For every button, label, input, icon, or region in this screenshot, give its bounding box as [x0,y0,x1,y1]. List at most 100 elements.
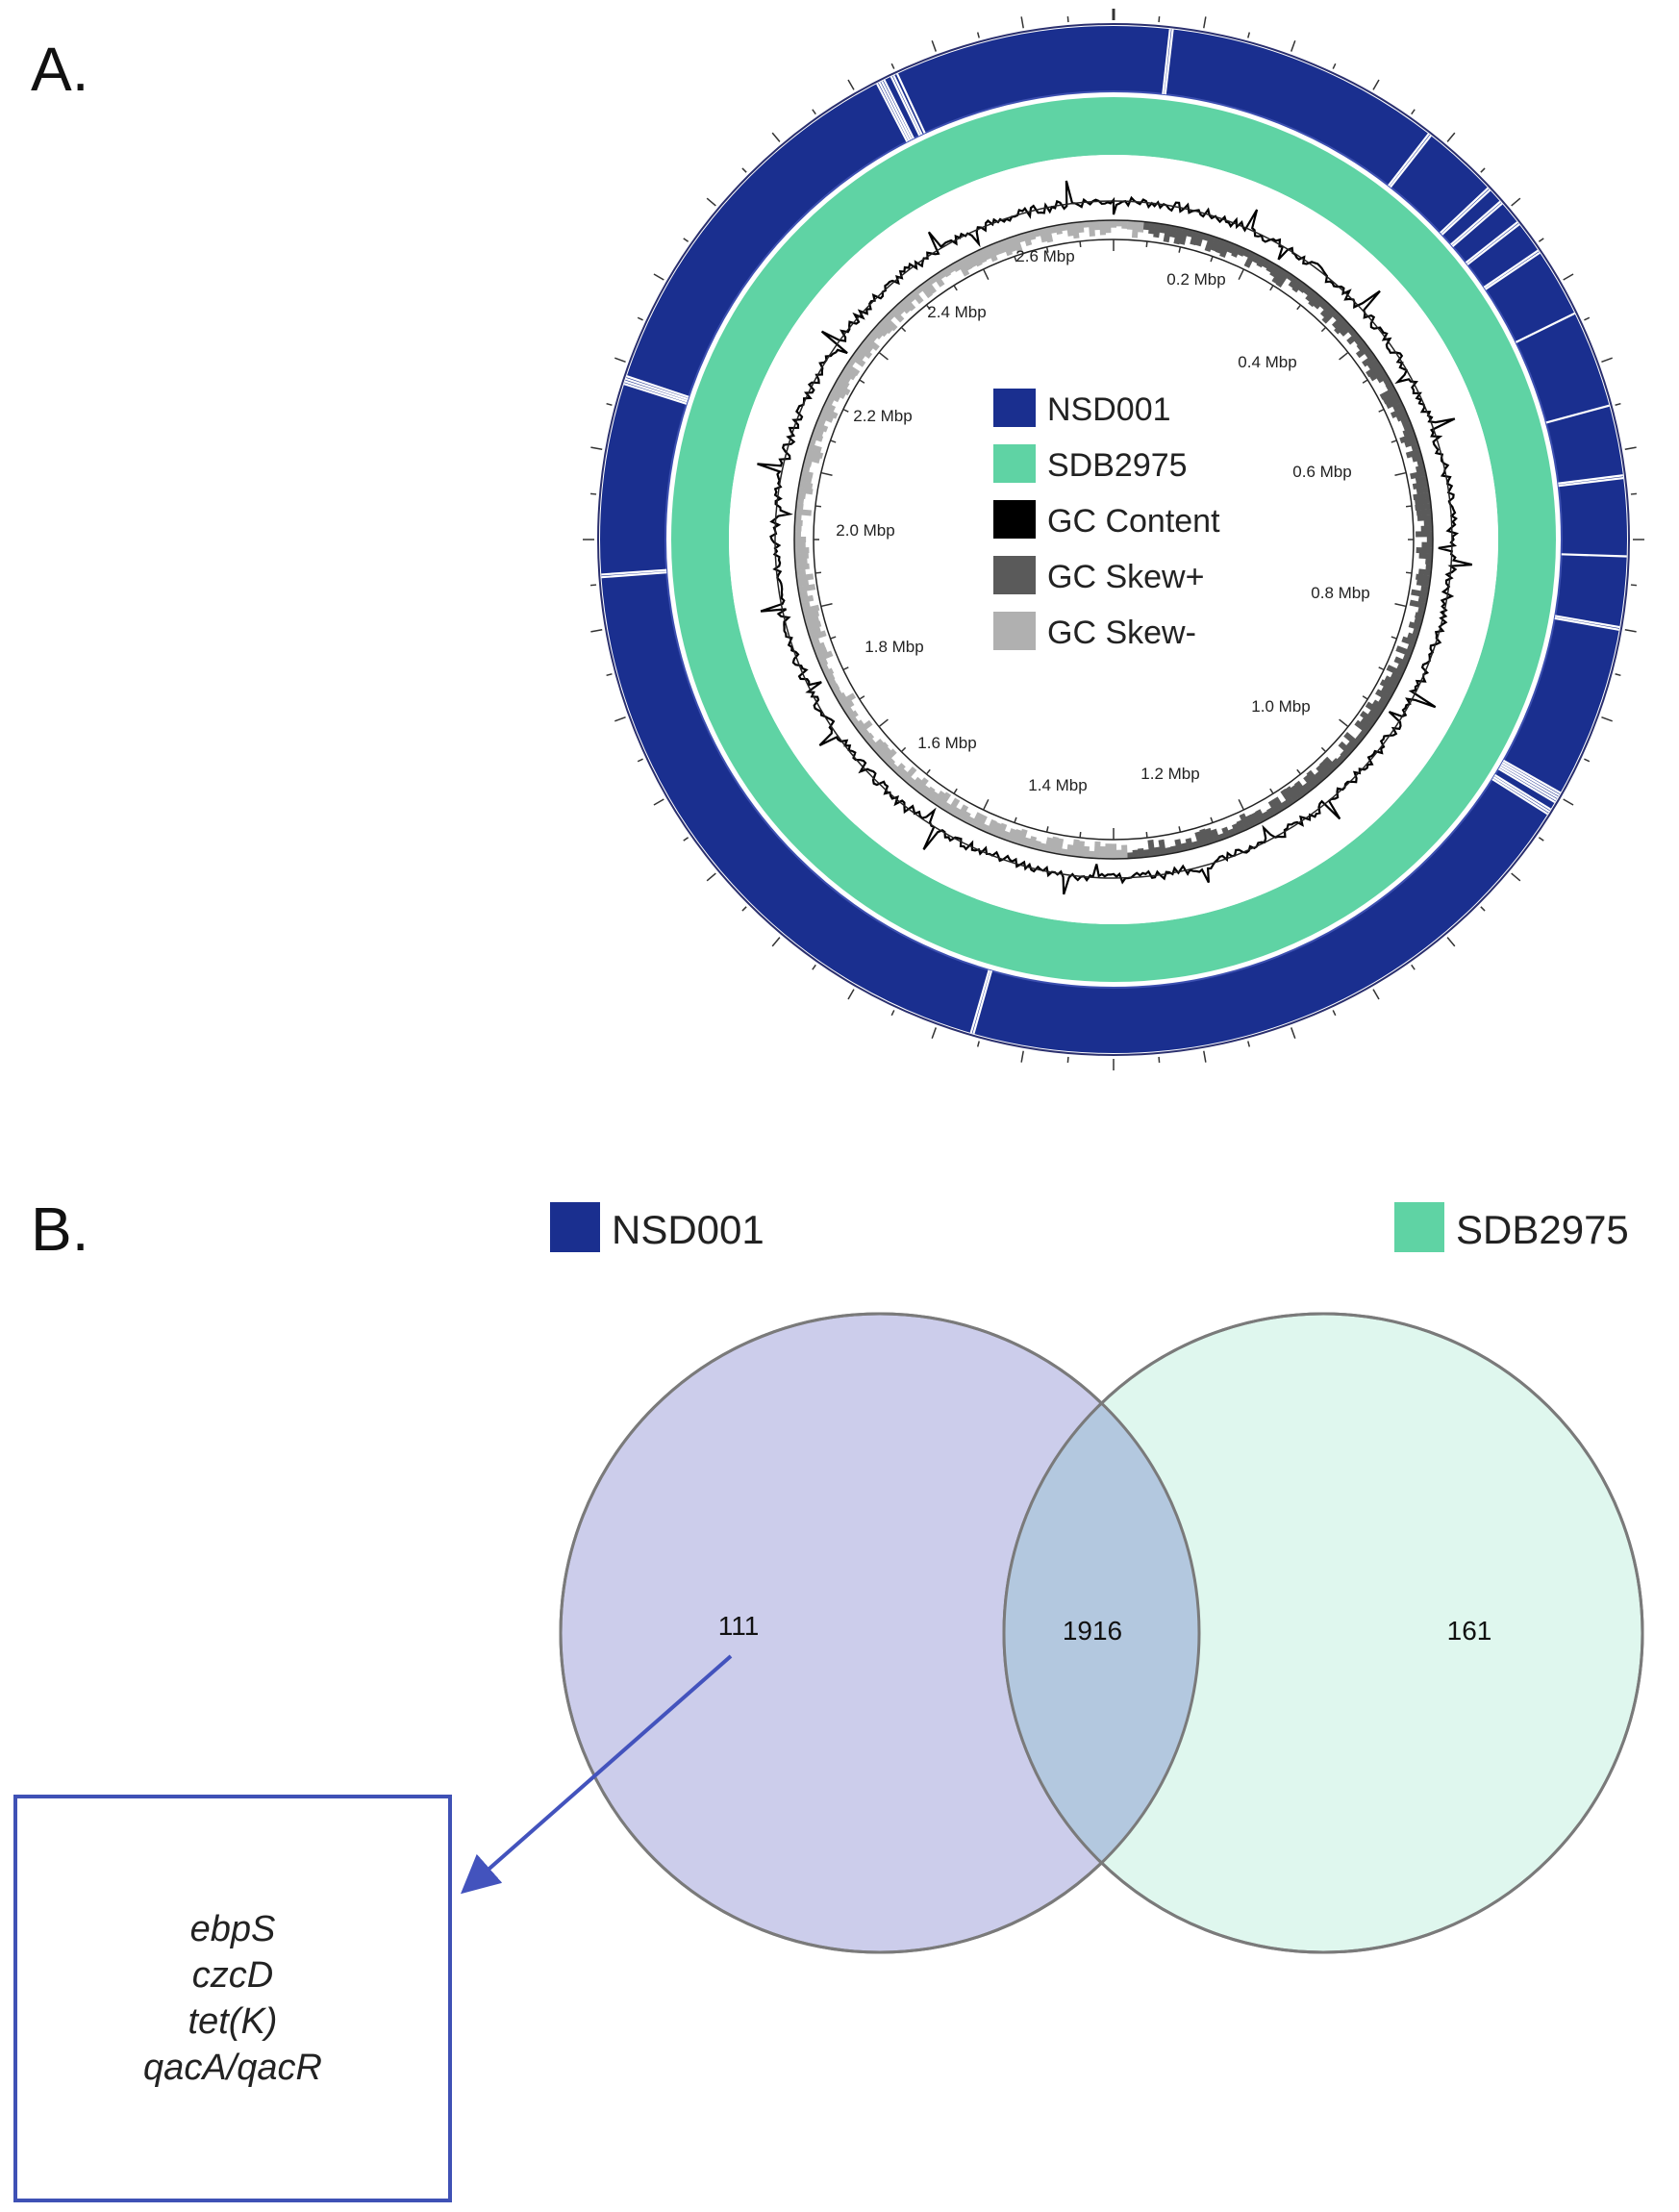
outer-tick [1624,629,1637,633]
gc-skew-plus-bar [1402,427,1416,438]
gc-skew-minus-bar [981,246,991,261]
gc-skew-plus-bar [1371,699,1387,712]
legend-swatch [993,500,1036,539]
outer-tick [590,584,597,587]
gc-skew-minus-bar [1012,828,1022,844]
gc-skew-plus-bar [1418,552,1433,560]
gc-skew-minus-bar [1083,845,1090,858]
ring-gap [1502,759,1562,794]
outer-tick [683,238,689,242]
gc-skew-minus-bar [853,719,865,730]
gc-skew-minus-bar [847,358,856,367]
outer-tick [1203,16,1207,29]
gc-skew-plus-bar [1321,308,1338,324]
scale-tick [1320,326,1327,333]
legend-label: GC Content [1047,503,1220,540]
outer-tick [1630,584,1637,587]
gc-content-track [757,180,1473,895]
gc-skew-minus-bar [795,563,810,570]
outer-tick [1615,673,1621,677]
gc-skew-plus-bar [1402,422,1414,431]
gc-skew-plus-bar [1411,589,1429,598]
ring-gap [623,383,688,405]
outer-tick [1538,837,1544,842]
ring-gap [890,76,921,137]
gc-skew-plus-bar [1319,304,1334,318]
gc-skew-minus-bar [1039,842,1046,852]
venn-count-nsd001-only: 111 [718,1611,760,1641]
gc-skew-plus-bar [1303,286,1313,296]
nsd001-gaps [601,29,1627,1035]
ring-gap [892,74,923,136]
gc-skew-plus-bar [1305,289,1317,302]
gc-skew-minus-bar [803,610,820,620]
legend-swatch [993,444,1036,483]
gc-skew-plus-bar [1359,710,1377,725]
gc-skew-minus-bar [814,646,828,657]
scale-tick [1339,718,1349,728]
gc-skew-track [793,219,1434,860]
gc-skew-minus-bar [932,790,946,806]
gc-skew-plus-bar [1410,470,1427,480]
outer-tick [1020,16,1024,29]
gc-skew-plus-bar [1158,839,1166,856]
gc-skew-plus-bar [1250,812,1262,826]
ring-gap [601,568,667,576]
gc-skew-plus-bar [1376,372,1390,384]
ring-gap [1162,29,1171,94]
gc-skew-plus-bar [1163,224,1172,243]
scale-tick [820,471,833,476]
gc-skew-minus-bar [800,470,814,479]
gc-skew-minus-bar [809,438,816,446]
gc-skew-plus-bar [1347,327,1357,337]
gc-skew-plus-bar [1302,782,1313,793]
outer-tick [890,63,895,69]
gc-skew-minus-bar [1088,850,1095,859]
gc-skew-minus-bar [1033,840,1041,850]
ring-gap [1388,133,1430,187]
ring-gap [1501,761,1560,796]
gc-skew-minus-bar [961,811,971,823]
gc-skew-minus-bar [1028,836,1038,849]
gc-skew-minus-bar [860,729,870,739]
gc-skew-minus-bar [946,264,956,274]
outer-tick [812,964,816,970]
venn-circle-sdb2975-outline [1002,1312,1644,1954]
gc-skew-minus-bar [986,818,997,835]
gc-skew-minus-bar [956,804,969,820]
outer-tick [771,937,781,947]
gc-skew-plus-bar [1392,401,1405,412]
gc-skew-plus-bar [1142,221,1150,231]
gc-skew-plus-bar [1204,827,1215,844]
gc-skew-plus-bar [1415,475,1428,484]
gc-skew-minus-bar [1071,222,1080,239]
gc-skew-plus-bar [1286,273,1295,282]
ring-gap [626,375,689,398]
gc-skew-plus-bar [1169,225,1178,239]
ring-gap [972,970,993,1035]
gc-skew-plus-bar [1280,789,1295,806]
gc-skew-minus-bar [1044,837,1054,853]
gc-skew-plus-bar [1355,734,1364,743]
gc-skew-minus-bar [798,481,814,490]
scale-tick [820,603,833,608]
scale-tick [1296,768,1302,775]
gc-skew-minus-bar [906,292,916,303]
panel-a-label: A. [31,35,88,104]
outer-tick [1372,989,1380,1000]
gc-skew-minus-bar [897,768,909,779]
gc-skew-minus-bar [932,273,945,288]
gc-skew-plus-bar [1210,237,1220,252]
gc-skew-minus-bar [838,692,857,707]
gc-skew-minus-bar [796,573,814,582]
gc-skew-minus-bar [870,327,884,339]
gc-skew-minus-bar [840,699,855,712]
gc-skew-plus-bar [1266,807,1276,818]
gc-skew-minus-bar [1077,841,1086,858]
gc-skew-plus-bar [1204,235,1215,252]
arrow-to-gene-list [460,1654,733,1895]
gc-skew-plus-bar [1334,319,1349,335]
